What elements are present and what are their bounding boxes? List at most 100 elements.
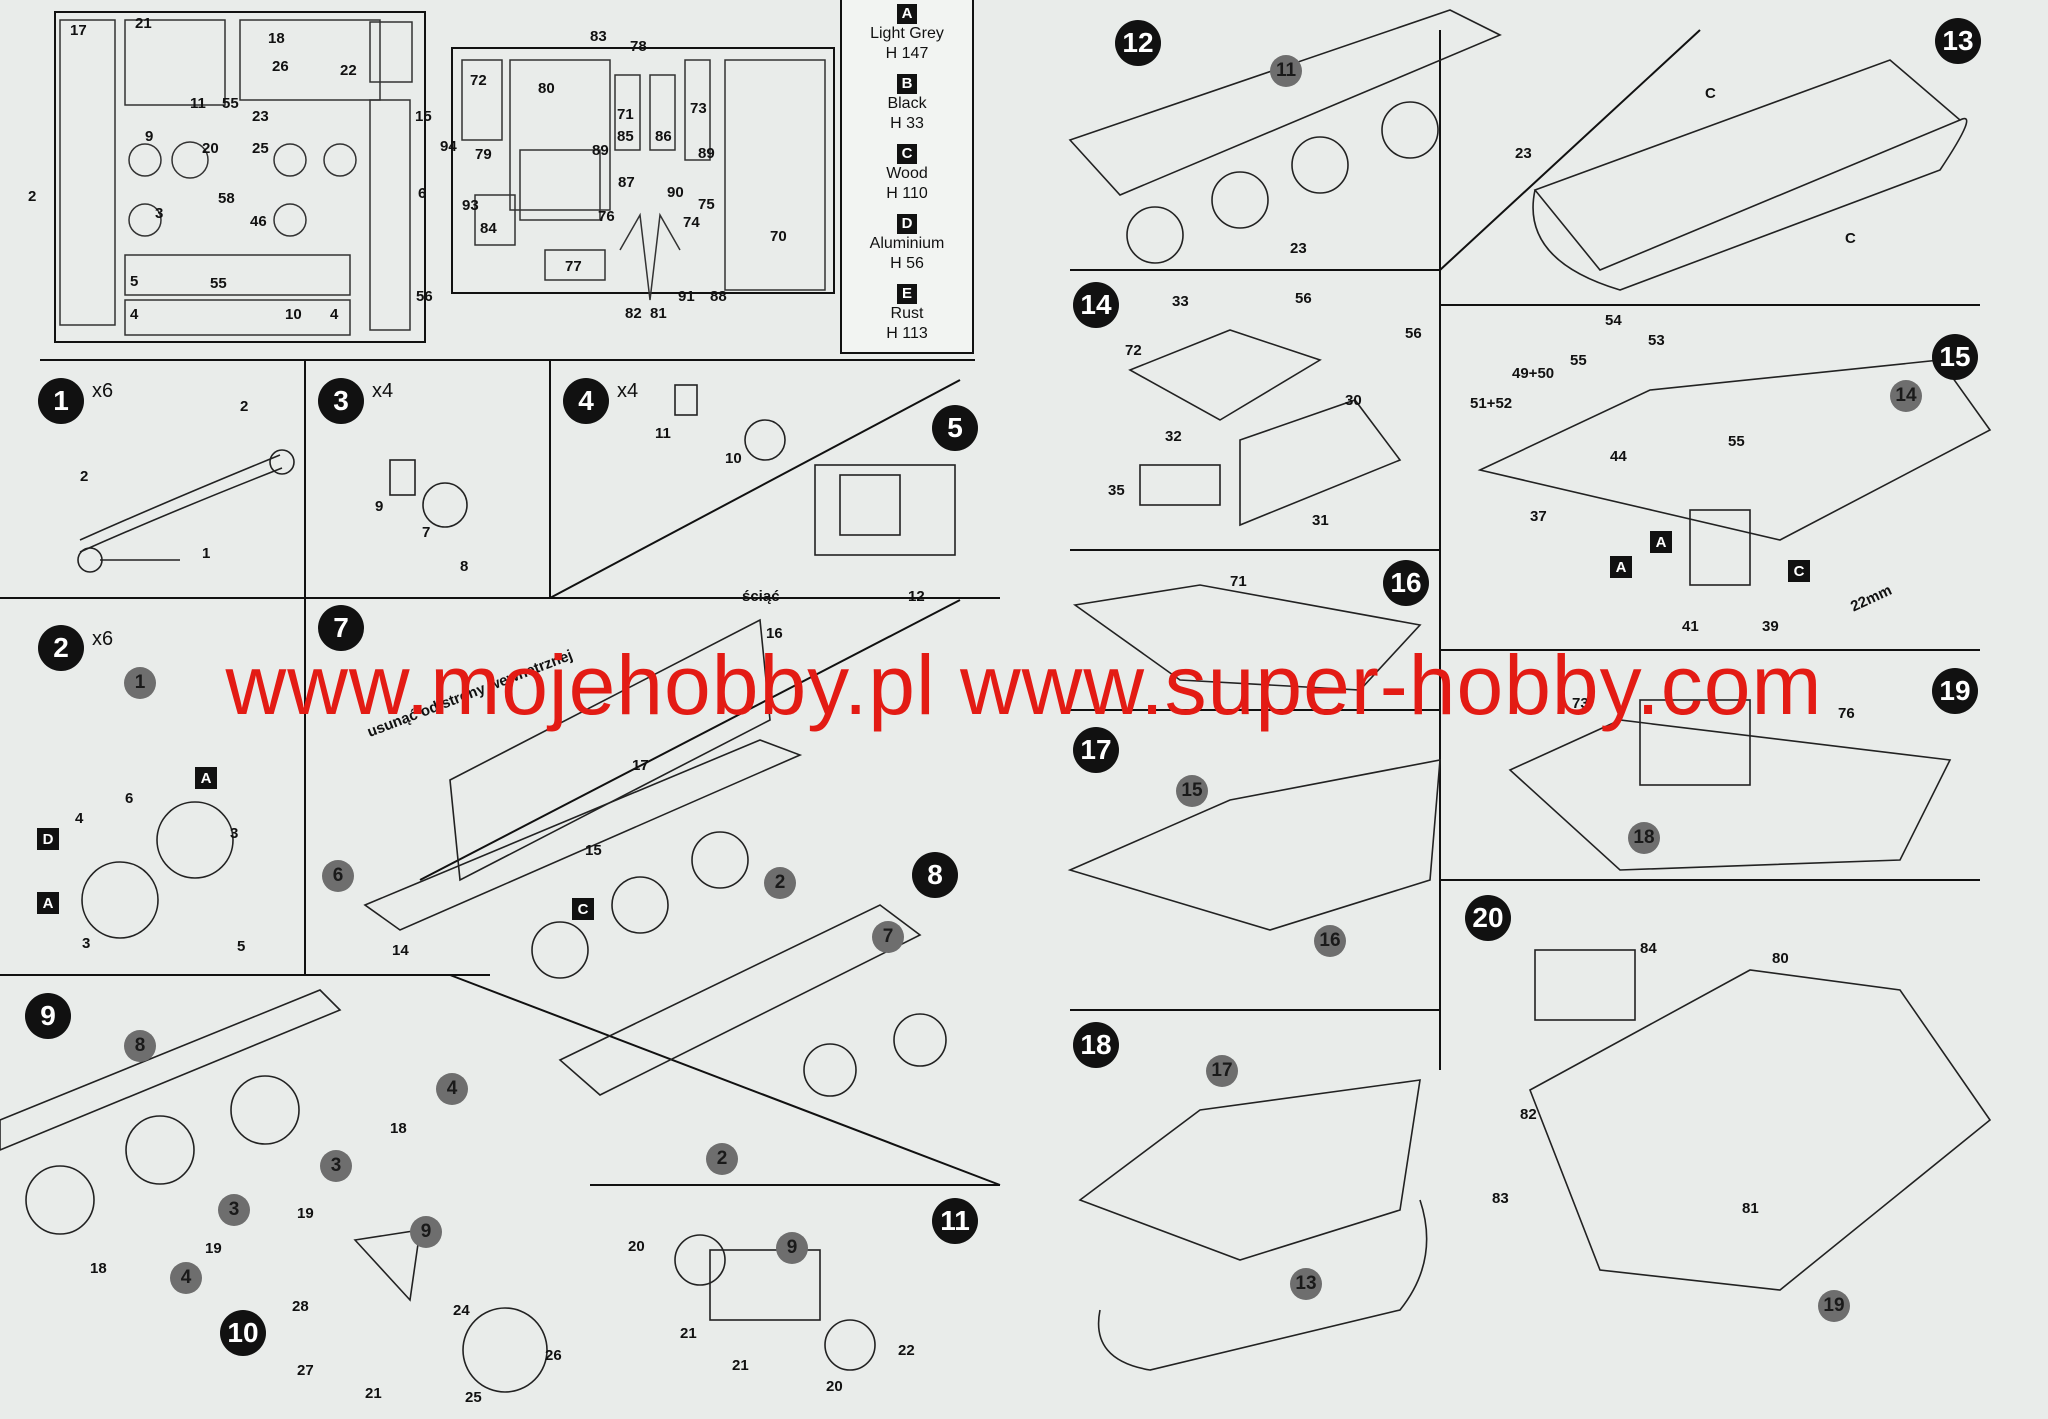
- part-label: 79: [475, 146, 492, 163]
- step-number: 8: [912, 852, 958, 898]
- part-label: 82: [1520, 1106, 1537, 1123]
- part-label: 26: [545, 1347, 562, 1364]
- part-label: 18: [90, 1260, 107, 1277]
- color-key-code: H 147: [885, 45, 929, 62]
- color-key-name: Aluminium: [869, 235, 945, 252]
- step-reference: 7: [872, 921, 904, 953]
- step-number: 17: [1073, 727, 1119, 773]
- part-label: 25: [252, 140, 269, 157]
- part-label: 3: [230, 825, 239, 842]
- part-label: 2: [28, 188, 37, 205]
- color-key-letter: D: [897, 214, 917, 234]
- part-label: 46: [250, 213, 267, 230]
- step-reference: 16: [1314, 925, 1346, 957]
- part-label: 16: [766, 625, 783, 642]
- step-reference: 2: [764, 867, 796, 899]
- part-label: 70: [770, 228, 787, 245]
- step-multiplier: x4: [617, 380, 639, 402]
- color-key-item: B Black H 33: [842, 74, 972, 140]
- step-number: 5: [932, 405, 978, 451]
- part-label: 19: [297, 1205, 314, 1222]
- part-label: 2: [80, 468, 89, 485]
- part-label: 21: [732, 1357, 749, 1374]
- part-label: 30: [1345, 392, 1362, 409]
- color-key-item: E Rust H 113: [842, 284, 972, 350]
- step-number: 16: [1383, 560, 1429, 606]
- part-label: 4: [130, 306, 139, 323]
- part-label: 39: [1762, 618, 1779, 635]
- step-reference: 8: [124, 1030, 156, 1062]
- part-label: 53: [1648, 332, 1665, 349]
- part-label: 27: [297, 1362, 314, 1379]
- part-label: 35: [1108, 482, 1125, 499]
- part-label: 82: [625, 305, 642, 322]
- part-label: 88: [710, 288, 727, 305]
- step-reference: 11: [1270, 55, 1302, 87]
- step-reference: 19: [1818, 1290, 1850, 1322]
- part-label: 12: [908, 588, 925, 605]
- part-label: 17: [70, 22, 87, 39]
- part-label: 49+50: [1512, 365, 1555, 382]
- step-reference: 3: [320, 1150, 352, 1182]
- part-label: 6: [418, 185, 427, 202]
- step-number: 7: [318, 605, 364, 651]
- part-label: 21: [680, 1325, 697, 1342]
- color-key-item: D Aluminium H 56: [842, 214, 972, 280]
- part-label: 11: [190, 95, 206, 112]
- part-label: 10: [285, 306, 302, 323]
- step-reference: 18: [1628, 822, 1660, 854]
- part-label: 11: [655, 425, 671, 442]
- part-label: 17: [632, 757, 649, 774]
- part-label: 73: [1572, 695, 1589, 712]
- part-label: 15: [585, 842, 602, 859]
- paint-tag: A: [37, 892, 59, 914]
- part-label: 5: [130, 273, 139, 290]
- part-label: 18: [390, 1120, 407, 1137]
- paint-tag: A: [1610, 556, 1632, 578]
- color-key-letter: A: [897, 4, 917, 24]
- color-key-item: C Wood H 110: [842, 144, 972, 210]
- step-number: 15: [1932, 334, 1978, 380]
- paint-color-key: A Light Grey H 147 B Black H 33 C Wood H…: [840, 0, 974, 354]
- color-key-code: H 110: [886, 185, 928, 202]
- part-label: 20: [628, 1238, 645, 1255]
- step-reference: 1: [124, 667, 156, 699]
- part-label: 33: [1172, 293, 1189, 310]
- part-label: 77: [565, 258, 582, 275]
- part-label: 37: [1530, 508, 1547, 525]
- part-label: 87: [618, 174, 635, 191]
- step-multiplier: x6: [92, 380, 114, 402]
- part-label: 72: [470, 72, 487, 89]
- part-label: 89: [698, 145, 715, 162]
- step-reference: 9: [410, 1216, 442, 1248]
- part-label: 76: [1838, 705, 1855, 722]
- part-label: C: [1705, 85, 1716, 102]
- step-number: 3: [318, 378, 364, 424]
- part-label: 6: [125, 790, 134, 807]
- part-label: 32: [1165, 428, 1182, 445]
- step-number: 4: [563, 378, 609, 424]
- part-label: 71: [1230, 573, 1247, 590]
- part-label: 55: [222, 95, 239, 112]
- part-label: 7: [422, 524, 431, 541]
- part-label: 23: [1290, 240, 1307, 257]
- instruction-note: ściąć: [742, 588, 780, 605]
- step-number: 12: [1115, 20, 1161, 66]
- part-label: 23: [1515, 145, 1532, 162]
- part-label: 15: [415, 108, 432, 125]
- step-number: 10: [220, 1310, 266, 1356]
- part-label: 3: [155, 205, 164, 222]
- part-label: 83: [590, 28, 607, 45]
- step-reference: 6: [322, 860, 354, 892]
- part-label: 9: [375, 498, 384, 515]
- part-label: 84: [1640, 940, 1657, 957]
- step-multiplier: x6: [92, 628, 114, 650]
- color-key-letter: B: [897, 74, 917, 94]
- part-label: 73: [690, 100, 707, 117]
- part-label: 85: [617, 128, 634, 145]
- color-key-name: Light Grey: [870, 25, 944, 42]
- part-label: 81: [1742, 1200, 1759, 1217]
- part-label: 71: [617, 106, 634, 123]
